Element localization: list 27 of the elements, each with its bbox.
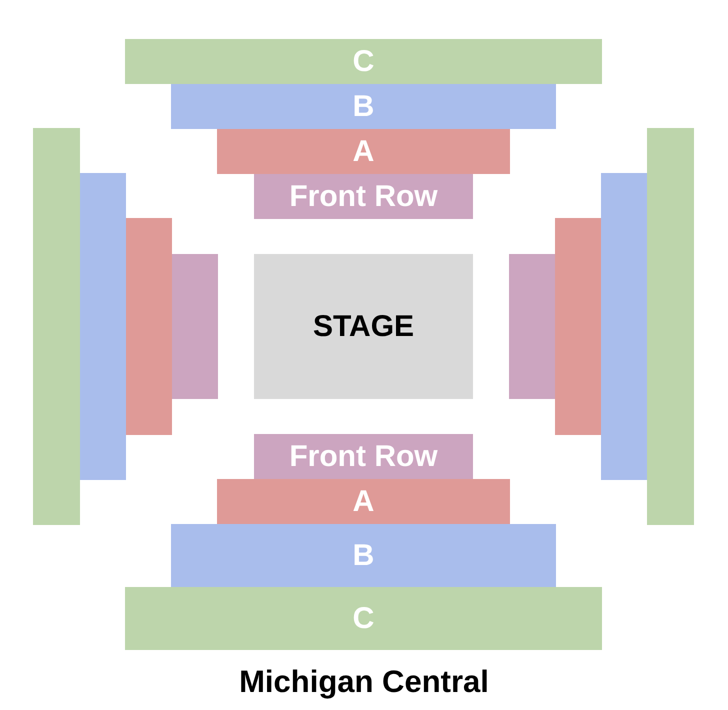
seating-section bbox=[509, 254, 555, 399]
seating-section bbox=[555, 218, 601, 435]
seating-section bbox=[647, 128, 694, 525]
section-label: C bbox=[352, 602, 374, 636]
seating-section bbox=[172, 254, 218, 399]
seating-section bbox=[171, 84, 556, 129]
section-label: B bbox=[352, 538, 374, 572]
seating-section bbox=[254, 174, 473, 219]
section-label: C bbox=[352, 44, 374, 78]
seating-section bbox=[217, 129, 510, 174]
section-label: B bbox=[352, 90, 374, 124]
section-label: Front Row bbox=[289, 180, 438, 214]
seating-section bbox=[33, 128, 80, 525]
seating-section bbox=[171, 524, 556, 587]
seating-section bbox=[254, 434, 473, 479]
seating-section bbox=[601, 173, 647, 480]
venue-title: Michigan Central bbox=[239, 664, 489, 700]
section-label: A bbox=[352, 484, 374, 518]
seating-section bbox=[217, 479, 510, 524]
stage-area bbox=[254, 254, 473, 399]
seating-section bbox=[126, 218, 172, 435]
seating-section bbox=[125, 39, 602, 84]
seating-section bbox=[125, 587, 602, 650]
seating-section bbox=[80, 173, 126, 480]
section-label: Front Row bbox=[289, 440, 438, 474]
section-label: STAGE bbox=[312, 310, 414, 344]
section-label: A bbox=[352, 134, 374, 168]
